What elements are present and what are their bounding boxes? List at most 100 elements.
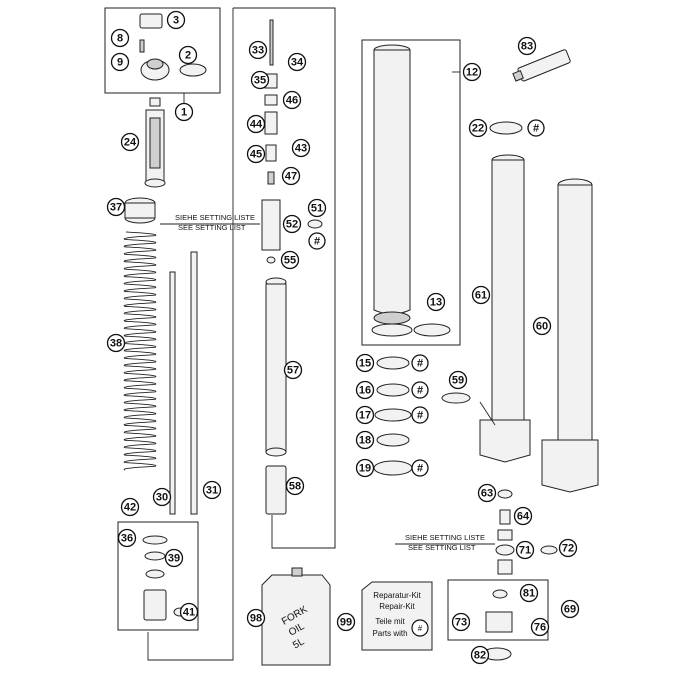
setting-note-en-2: SEE SETTING LIST <box>408 543 476 552</box>
svg-text:57: 57 <box>287 365 299 377</box>
svg-text:38: 38 <box>110 338 122 350</box>
svg-text:#: # <box>417 463 423 475</box>
callout-15: 15 <box>355 353 375 373</box>
svg-text:#: # <box>417 410 423 422</box>
repair-kit-hash: # <box>418 624 423 633</box>
svg-text:22: 22 <box>472 123 484 135</box>
callout-38: 38 <box>106 333 126 353</box>
callout-17: 17 <box>355 405 375 425</box>
callout-22: 22 <box>468 118 488 138</box>
svg-text:59: 59 <box>452 375 464 387</box>
hash-marker-6: # <box>411 459 429 477</box>
oil-can-line3: 5L <box>291 636 307 651</box>
svg-text:64: 64 <box>517 511 530 523</box>
svg-text:12: 12 <box>466 67 478 79</box>
callout-44: 44 <box>246 114 266 134</box>
callout-33: 33 <box>248 40 268 60</box>
callout-3: 3 <box>166 10 186 30</box>
callout-57: 57 <box>283 360 303 380</box>
callout-2: 2 <box>178 45 198 65</box>
callout-99: 99 <box>336 612 356 632</box>
svg-text:52: 52 <box>286 219 298 231</box>
svg-text:76: 76 <box>534 622 546 634</box>
callout-69: 69 <box>560 599 580 619</box>
oil-can: FORK OIL 5L <box>261 567 331 666</box>
svg-text:37: 37 <box>110 202 122 214</box>
svg-text:82: 82 <box>474 650 486 662</box>
svg-text:73: 73 <box>455 617 467 629</box>
repair-kit-line1: Reparatur-Kit <box>373 591 421 600</box>
svg-text:99: 99 <box>340 617 352 629</box>
setting-note-de-2: SIEHE SETTING LISTE <box>405 533 485 542</box>
callout-81: 81 <box>519 583 539 603</box>
svg-text:35: 35 <box>254 75 266 87</box>
repair-kit-box: Reparatur-Kit Repair-Kit Teile mit Parts… <box>361 581 433 651</box>
callout-24: 24 <box>120 132 140 152</box>
svg-text:72: 72 <box>562 543 574 555</box>
svg-text:46: 46 <box>286 95 298 107</box>
callout-59: 59 <box>448 370 468 390</box>
svg-text:33: 33 <box>252 45 264 57</box>
callout-60: 60 <box>532 316 552 336</box>
callout-41: 41 <box>179 602 199 622</box>
svg-text:43: 43 <box>295 143 307 155</box>
svg-text:17: 17 <box>359 410 371 422</box>
svg-text:39: 39 <box>168 553 180 565</box>
callout-39: 39 <box>164 548 184 568</box>
svg-text:51: 51 <box>311 203 323 215</box>
part-compression-parts <box>482 489 558 661</box>
callout-52: 52 <box>282 214 302 234</box>
svg-text:44: 44 <box>250 119 263 131</box>
callout-64: 64 <box>513 506 533 526</box>
callout-73: 73 <box>451 612 471 632</box>
assembly-frame-69 <box>447 579 549 641</box>
hash-marker-1: # <box>527 119 545 137</box>
callout-71: 71 <box>515 540 535 560</box>
svg-text:#: # <box>417 358 423 370</box>
svg-text:30: 30 <box>156 492 168 504</box>
svg-text:24: 24 <box>124 137 137 149</box>
part-31-rod <box>190 251 198 515</box>
callout-61: 61 <box>471 285 491 305</box>
hash-marker-4: # <box>411 381 429 399</box>
svg-text:1: 1 <box>181 107 187 119</box>
callout-12: 12 <box>462 62 482 82</box>
callout-72: 72 <box>558 538 578 558</box>
svg-text:8: 8 <box>117 33 123 45</box>
callout-8: 8 <box>110 28 130 48</box>
callout-98: 98 <box>246 608 266 628</box>
svg-text:83: 83 <box>521 41 533 53</box>
part-59-oring <box>441 392 471 404</box>
svg-text:#: # <box>417 385 423 397</box>
callout-34: 34 <box>287 52 307 72</box>
part-top-cap-assembly <box>139 13 207 81</box>
repair-kit-line3: Teile mit <box>375 617 405 626</box>
svg-text:36: 36 <box>121 533 133 545</box>
part-61-inner-tube <box>479 121 531 463</box>
callout-55: 55 <box>280 250 300 270</box>
callout-47: 47 <box>281 166 301 186</box>
svg-text:71: 71 <box>519 545 531 557</box>
svg-text:69: 69 <box>564 604 576 616</box>
callout-42: 42 <box>120 497 140 517</box>
callout-43: 43 <box>291 138 311 158</box>
leader-lines <box>183 71 496 426</box>
callout-18: 18 <box>355 430 375 450</box>
svg-text:55: 55 <box>284 255 296 267</box>
part-58-sleeve <box>265 465 287 515</box>
part-83-grease-tube <box>512 49 571 82</box>
svg-text:42: 42 <box>124 502 136 514</box>
part-30-rod <box>169 271 176 515</box>
part-38-fork-spring <box>123 231 157 471</box>
callout-16: 16 <box>355 380 375 400</box>
svg-text:47: 47 <box>285 171 297 183</box>
callout-36: 36 <box>117 528 137 548</box>
svg-text:19: 19 <box>359 463 371 475</box>
svg-text:58: 58 <box>289 481 301 493</box>
svg-text:61: 61 <box>475 290 487 302</box>
callout-31: 31 <box>202 480 222 500</box>
svg-text:16: 16 <box>359 385 371 397</box>
svg-text:#: # <box>533 123 539 135</box>
callout-82: 82 <box>470 645 490 665</box>
